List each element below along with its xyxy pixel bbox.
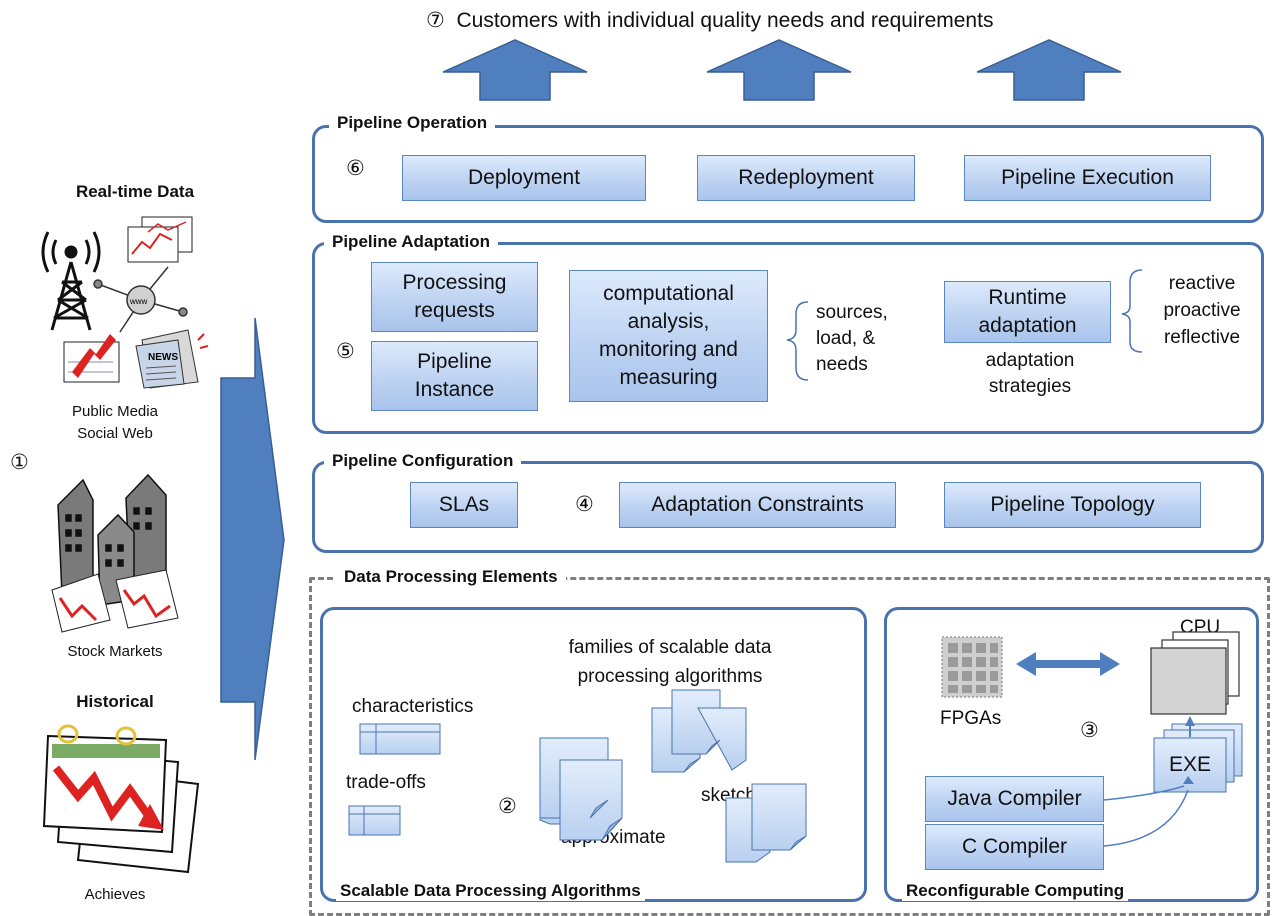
fpgas-label: FPGAs — [940, 708, 1002, 729]
public-media-label: Public Media Social Web — [40, 401, 190, 445]
exe-to-cpu-arrow — [1185, 716, 1195, 737]
analysis-box: computational analysis, monitoring and m… — [569, 270, 768, 402]
social-web-text: Social Web — [77, 425, 153, 442]
families-line2: processing algorithms — [577, 666, 763, 687]
input-needs: needs — [816, 354, 868, 375]
stock-market-illustration — [51, 473, 179, 633]
pipeline-execution-box: Pipeline Execution — [964, 155, 1211, 201]
java-compiler-box: Java Compiler — [925, 776, 1104, 822]
strategy-reflective: reflective — [1163, 327, 1241, 348]
up-arrow-middle — [706, 39, 852, 101]
pipeline-topology-box: Pipeline Topology — [944, 482, 1201, 528]
svg-text:www: www — [129, 297, 148, 306]
adaptation-constraints-box: Adaptation Constraints — [619, 482, 896, 528]
public-media-text: Public Media — [72, 403, 158, 420]
exe-label-box: EXE — [1168, 753, 1212, 776]
data-processing-elements-title: Data Processing Elements — [336, 567, 566, 587]
strategy-list: reactive proactive reflective — [1150, 270, 1254, 351]
newspaper-icon: NEWS — [135, 329, 209, 389]
svg-text:NEWS: NEWS — [148, 352, 178, 363]
marker-2: ② — [498, 795, 517, 818]
compiler-arrowhead — [1183, 776, 1194, 784]
compiler-arrows — [1103, 785, 1189, 847]
strategies-label-line1: adaptation — [985, 350, 1075, 371]
tradeoffs-label: trade-offs — [346, 772, 426, 793]
cpu-stack-icon — [1150, 631, 1240, 715]
sources-brace — [786, 301, 809, 381]
achieves-label: Achieves — [84, 886, 146, 903]
realtime-illustration: www NEWS — [41, 216, 209, 389]
pipeline-operation-title: Pipeline Operation — [329, 113, 496, 133]
exe-stack-icon — [1153, 723, 1243, 793]
pipeline-instance-box: Pipeline Instance — [371, 341, 538, 411]
pipeline-configuration-title: Pipeline Configuration — [324, 451, 522, 471]
stock-markets-label: Stock Markets — [67, 643, 163, 660]
marker-6: ⑥ — [346, 157, 365, 180]
up-arrow-left — [442, 39, 588, 101]
strategy-reactive: reactive — [1168, 273, 1236, 294]
stock-charts-icon — [51, 569, 179, 633]
families-line1: families of scalable data — [568, 637, 772, 658]
input-sources: sources, — [816, 302, 888, 323]
pipeline-adaptation-title: Pipeline Adaptation — [324, 232, 499, 252]
adaptation-strategies-label: adaptation strategies — [970, 348, 1090, 400]
approximate-pages-icon — [539, 737, 623, 841]
sketches-pages-icon — [651, 689, 747, 773]
fpga-chip-icon — [941, 636, 1003, 698]
characteristics-label: characteristics — [352, 696, 474, 717]
marker-4: ④ — [575, 493, 594, 516]
characteristics-table-icon — [359, 723, 441, 755]
marker-3: ③ — [1080, 719, 1099, 742]
input-load: load, & — [816, 328, 876, 349]
antenna-tower-icon — [41, 231, 101, 331]
algorithm-families-caption: families of scalable data processing alg… — [545, 633, 795, 691]
historical-illustration — [42, 724, 200, 874]
marker-1: ① — [10, 451, 29, 474]
more-pages-icon — [725, 783, 807, 863]
tradeoffs-table-icon — [348, 805, 401, 836]
strategy-proactive: proactive — [1163, 300, 1241, 321]
realtime-title: Real-time Data — [75, 182, 195, 201]
scalable-algorithms-title: Scalable Data Processing Algorithms — [336, 881, 645, 901]
calendar-charts-icon — [42, 724, 200, 874]
adaptation-inputs: sources, load, & needs — [816, 300, 888, 378]
big-right-arrow — [220, 317, 285, 761]
strategies-brace — [1121, 269, 1143, 353]
fpga-cpu-double-arrow — [1016, 652, 1120, 676]
customers-caption: ⑦ Customers with individual quality need… — [426, 8, 993, 33]
c-compiler-box: C Compiler — [925, 824, 1104, 870]
reconfigurable-computing-title: Reconfigurable Computing — [902, 881, 1129, 901]
network-globe-icon — [93, 266, 188, 333]
falling-chart-icon — [63, 334, 120, 383]
runtime-adaptation-box: Runtime adaptation — [944, 281, 1111, 343]
redeployment-box: Redeployment — [697, 155, 915, 201]
customers-text: Customers with individual quality needs … — [456, 9, 994, 32]
deployment-box: Deployment — [402, 155, 646, 201]
marker-7: ⑦ — [426, 9, 445, 32]
processing-requests-box: Processing requests — [371, 262, 538, 332]
historical-title: Historical — [76, 692, 154, 711]
slas-box: SLAs — [410, 482, 518, 528]
chart-docs-icon — [127, 216, 193, 263]
strategies-label-line2: strategies — [988, 376, 1072, 397]
up-arrow-right — [976, 39, 1122, 101]
marker-5: ⑤ — [336, 340, 355, 363]
